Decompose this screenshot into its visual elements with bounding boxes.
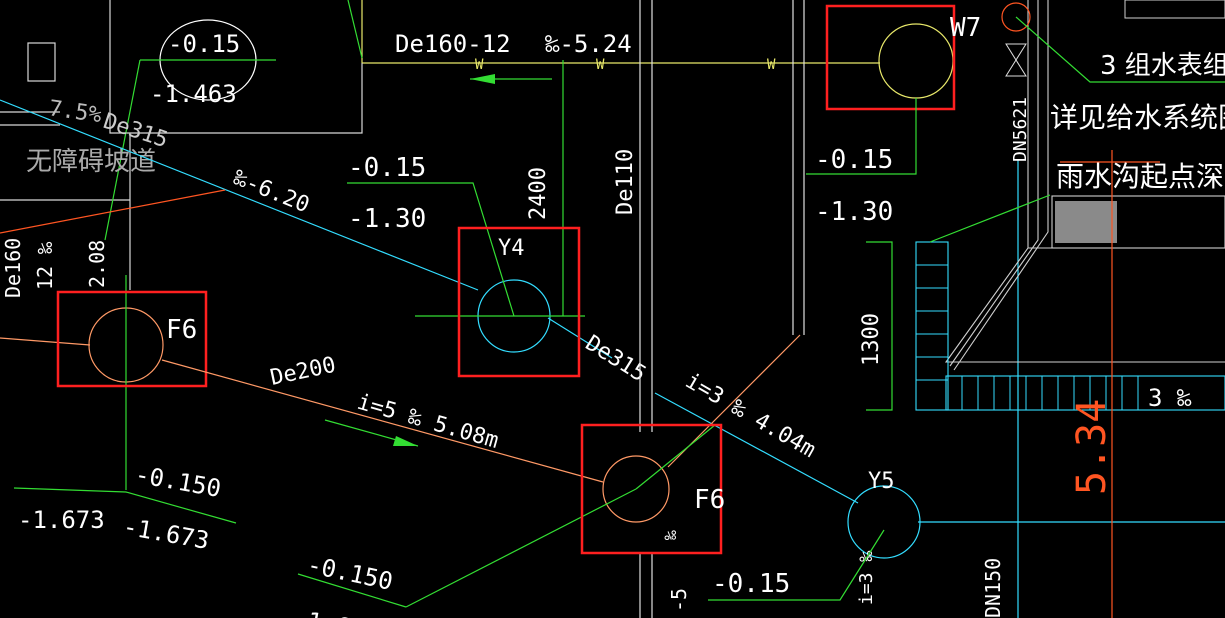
rain-ditch-note: 雨水沟起点深: [1056, 160, 1224, 193]
slope-label: ‰-5.24: [545, 30, 632, 58]
level-value: -1.463: [150, 80, 237, 108]
rain-pipes: [0, 99, 1225, 618]
y4-label: Y4: [498, 236, 525, 261]
utility-box: [1051, 195, 1225, 249]
drain-line: [0, 189, 226, 234]
w-flow-label: W: [596, 57, 605, 73]
f6-center-label: F6: [694, 485, 725, 515]
f6-center-highlight-box[interactable]: [580, 423, 723, 555]
leader-line: [347, 182, 515, 317]
valve-icon: [1005, 59, 1027, 77]
level-value: -1.673: [121, 512, 211, 555]
vertical-pipes: [639, 0, 805, 618]
pipe-spec-label: De160-12: [395, 30, 511, 58]
level-value: -0.15: [712, 569, 790, 599]
w7-manhole[interactable]: [878, 23, 954, 99]
w-flow-label: W: [475, 57, 484, 73]
y5-manhole[interactable]: [847, 485, 921, 559]
level-value: -1.600: [291, 604, 381, 618]
y4-highlight-box[interactable]: [457, 226, 581, 378]
flow-arrow-head: [393, 436, 418, 446]
pipe-size-label: De200: [268, 353, 338, 391]
slope-label: ‰: [661, 530, 680, 540]
meter-group-note: 3 组水表组: [1100, 51, 1225, 81]
supply-system-note: 详见给水系统图: [1050, 101, 1225, 134]
leader-line: [806, 98, 917, 175]
w7-label: W7: [950, 13, 981, 43]
leader-line: [1015, 16, 1225, 83]
ramp-slope-label: 7.5%: [47, 96, 103, 128]
grating-bars: [916, 264, 948, 381]
top-right-note-frame: [1124, 0, 1225, 19]
dimension-label: 1300: [859, 313, 884, 366]
barrier-free-ramp-label: 无障碍坡道: [26, 147, 156, 177]
grating: [915, 241, 949, 411]
slope-label: i=3 ‰: [856, 551, 877, 605]
dimension-line: [866, 241, 893, 411]
f6-left-label: F6: [166, 315, 197, 345]
level-value: -1.30: [815, 197, 893, 227]
slope-label: i=3 ‰ 4.04m: [681, 369, 820, 464]
ditch-grid: [961, 376, 1139, 410]
building-outline: [0, 0, 363, 290]
dimension-label: 2400: [526, 167, 551, 220]
water-supply-lines: [361, 0, 880, 64]
utility-box-fill: [1055, 201, 1117, 243]
w7-highlight-box[interactable]: [825, 4, 956, 111]
leader-line: [104, 59, 141, 241]
rain-ditch: [945, 375, 1225, 411]
level-value: -0.150: [133, 460, 223, 503]
w-flow-label: W: [767, 57, 776, 73]
level-value: -0.150: [305, 550, 396, 595]
pipe-size-label: De110: [613, 149, 638, 215]
flow-arrow-head: [470, 74, 495, 84]
valve-icon: [1005, 43, 1027, 61]
elevation-value: 5.34: [1069, 399, 1115, 495]
level-value: -0.15: [168, 30, 240, 58]
y5-label: Y5: [868, 469, 895, 494]
leader-line: [347, 0, 363, 59]
slope-value: 2.08: [85, 240, 109, 288]
slope-label: 3 ‰: [1148, 384, 1192, 412]
level-value: -1.673: [18, 506, 105, 534]
valve-icon[interactable]: [1001, 2, 1031, 32]
leader-line: [635, 424, 716, 490]
slope-label: ‰-6.20: [230, 165, 313, 218]
pipe-size-label: -5: [667, 588, 691, 612]
leader-line: [929, 194, 1051, 243]
pipe-size-label: DN150: [981, 558, 1005, 618]
pipe-size-label: De160: [1, 238, 25, 298]
level-value: -0.15: [348, 153, 426, 183]
waste-pipe: [0, 337, 91, 346]
waste-pipe: [161, 359, 604, 483]
slope-label: 12 ‰: [33, 241, 57, 290]
f6-center-manhole[interactable]: [602, 455, 670, 523]
level-value: -1.30: [348, 204, 426, 234]
grade-lines: [13, 487, 407, 608]
leader-line: [405, 488, 637, 608]
f6-left-highlight-box[interactable]: [56, 290, 208, 388]
slope-label: i=5 ‰ 5.08m: [354, 390, 501, 454]
leader-line: [708, 529, 885, 601]
pipe-size-label: DN5621: [1010, 97, 1031, 162]
level-value: -0.15: [815, 145, 893, 175]
